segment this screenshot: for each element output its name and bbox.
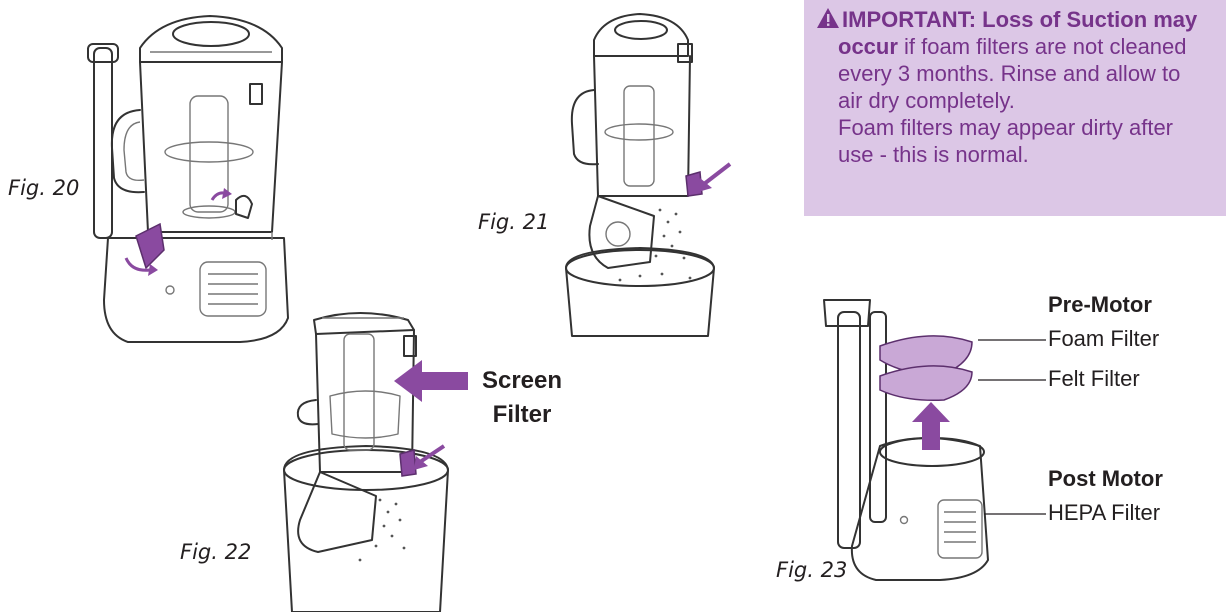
- fig21-vacuum-illustration: [566, 14, 730, 336]
- fig22-label: Fig. 22: [180, 540, 251, 564]
- screen-filter-label: Screen Filter: [476, 364, 568, 432]
- screen-filter-line1: Screen: [476, 364, 568, 398]
- felt-filter-label: Felt Filter: [1048, 366, 1140, 392]
- pre-motor-label: Pre-Motor: [1048, 292, 1152, 318]
- fig22-vacuum-illustration: [284, 313, 468, 612]
- post-motor-label: Post Motor: [1048, 466, 1163, 492]
- foam-filter-label: Foam Filter: [1048, 326, 1159, 352]
- screen-filter-line2: Filter: [476, 398, 568, 432]
- hepa-filter-label: HEPA Filter: [1048, 500, 1160, 526]
- fig21-label: Fig. 21: [478, 210, 549, 234]
- fig23-label: Fig. 23: [776, 558, 847, 582]
- fig20-label: Fig. 20: [8, 176, 79, 200]
- fig23-vacuum-illustration: [824, 300, 1046, 580]
- fig20-vacuum-illustration: [88, 16, 288, 342]
